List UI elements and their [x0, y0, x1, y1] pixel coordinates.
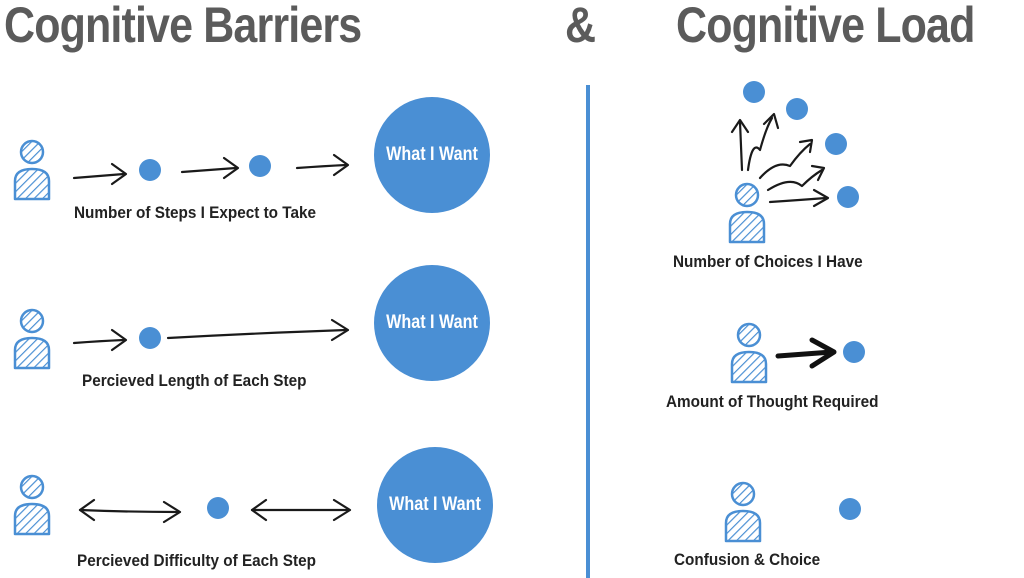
step-dot: [207, 497, 229, 519]
arrow-icon: [166, 318, 350, 342]
double-arrow-icon: [78, 498, 182, 524]
label-number-of-choices: Number of Choices I Have: [673, 252, 863, 271]
title-ampersand: &: [565, 0, 596, 53]
choice-dot: [743, 81, 765, 103]
choice-dot: [837, 186, 859, 208]
goal-label: What I Want: [386, 312, 478, 333]
double-arrow-icon: [250, 498, 352, 522]
title-cognitive-barriers: Cognitive Barriers: [4, 0, 362, 53]
scribble-arrows-icon: [730, 112, 830, 208]
step-dot: [249, 155, 271, 177]
goal-circle: What I Want: [374, 97, 490, 213]
goal-circle: What I Want: [377, 447, 493, 563]
goal-circle: What I Want: [374, 265, 490, 381]
title-cognitive-load: Cognitive Load: [676, 0, 975, 53]
thought-dot: [843, 341, 865, 363]
choice-dot: [825, 133, 847, 155]
arrow-icon: [180, 156, 240, 180]
label-amount-of-thought: Amount of Thought Required: [666, 392, 879, 411]
bold-arrow-icon: [775, 337, 837, 369]
center-divider: [586, 85, 590, 578]
label-perceived-length: Percieved Length of Each Step: [82, 371, 307, 390]
arrow-icon: [295, 153, 350, 177]
step-dot: [139, 327, 161, 349]
label-number-of-steps: Number of Steps I Expect to Take: [74, 203, 317, 222]
arrow-icon: [72, 162, 128, 186]
goal-label: What I Want: [386, 144, 478, 165]
step-dot: [139, 159, 161, 181]
goal-label: What I Want: [389, 494, 481, 515]
choice-dot: [786, 98, 808, 120]
label-perceived-difficulty: Percieved Difficulty of Each Step: [77, 551, 316, 570]
arrow-icon: [72, 328, 128, 352]
confusion-dot: [839, 498, 861, 520]
label-confusion-choice: Confusion & Choice: [674, 550, 821, 569]
